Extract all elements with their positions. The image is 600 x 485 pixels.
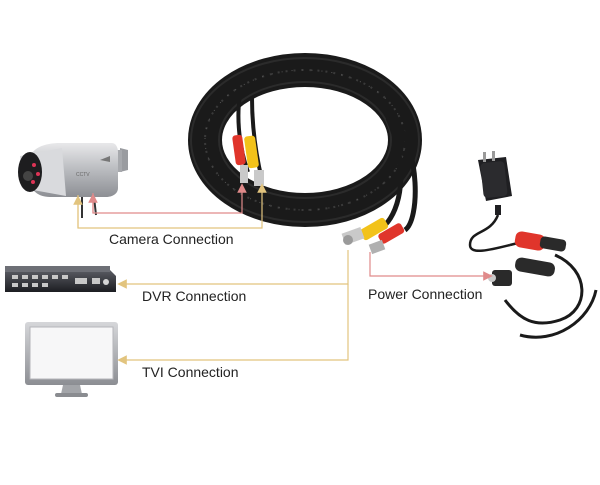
monitor-icon: [25, 322, 118, 397]
power-adapter-icon: [468, 151, 598, 339]
coiled-siamese-cable-icon: [188, 53, 422, 255]
connection-lines: [73, 183, 493, 365]
power-line: [369, 252, 493, 281]
svg-text:CCTV: CCTV: [76, 172, 90, 178]
tvi-connection-label: TVI Connection: [142, 364, 239, 380]
dvr-line: [117, 250, 349, 289]
dvr-recorder-icon: [5, 266, 116, 292]
power-connection-label: Power Connection: [368, 286, 483, 302]
camera-connection-label: Camera Connection: [109, 231, 234, 247]
tvi-line: [117, 284, 349, 365]
cctv-bullet-camera-icon: CCTV: [18, 143, 128, 218]
dvr-connection-label: DVR Connection: [142, 288, 247, 304]
